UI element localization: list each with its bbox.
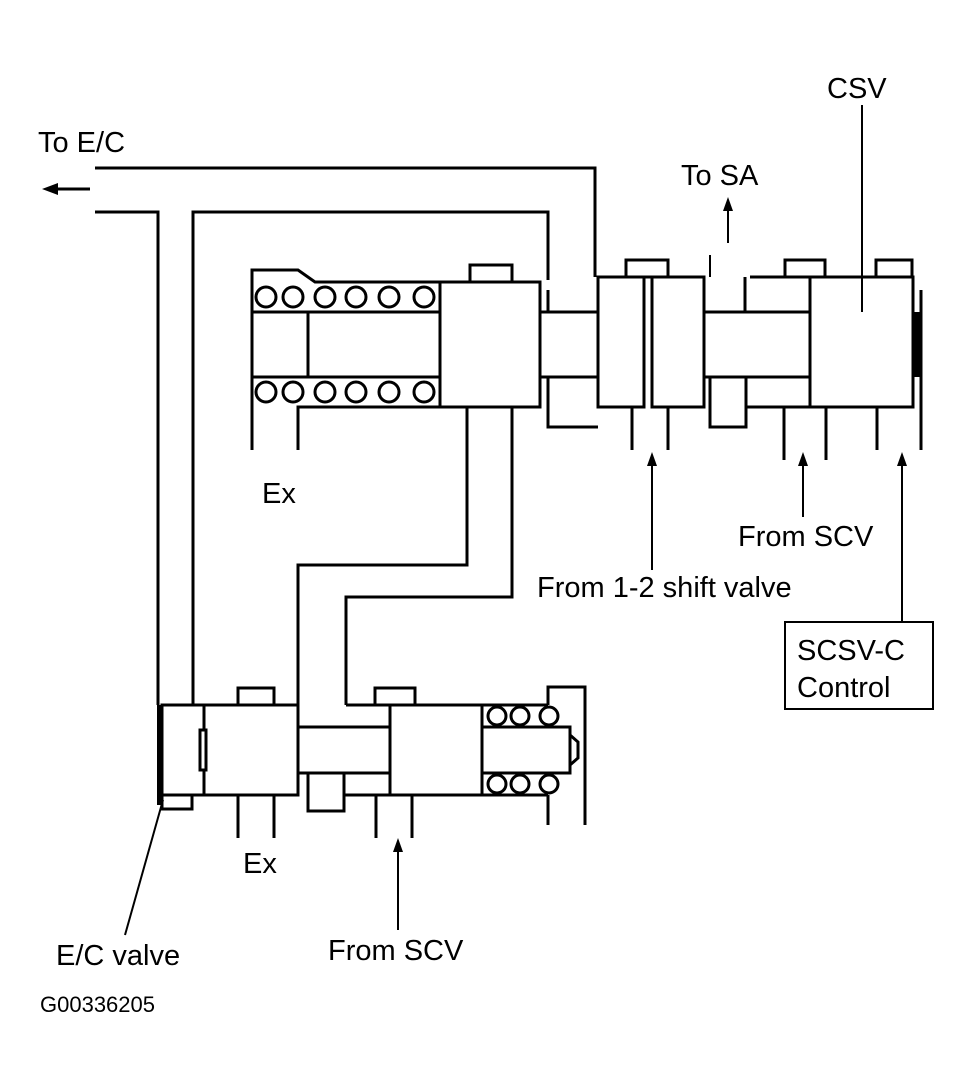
label-figure-id: G00336205 xyxy=(40,992,155,1017)
label-from-scv-upper: From SCV xyxy=(738,521,874,553)
ec-valve-body xyxy=(157,685,587,825)
label-to-sa: To SA xyxy=(681,160,759,192)
label-from-scv-lower: From SCV xyxy=(328,935,464,967)
ec-valve-leader xyxy=(124,799,164,936)
scsv-c-control-box xyxy=(784,621,934,710)
label-csv: CSV xyxy=(827,73,887,105)
upper-input-arrows xyxy=(647,452,907,622)
passage-to-ec xyxy=(95,166,597,705)
label-ex-lower: Ex xyxy=(243,848,277,880)
upper-ports xyxy=(630,407,879,460)
upper-spring xyxy=(254,285,436,404)
upper-valve-body xyxy=(250,258,923,450)
label-to-ec: To E/C xyxy=(38,127,125,159)
label-control: Control xyxy=(797,672,891,704)
label-ex-upper: Ex xyxy=(262,478,296,510)
middle-passages xyxy=(296,407,514,705)
to-sa-arrow xyxy=(709,197,733,277)
left-arrow xyxy=(42,183,90,195)
ec-valve-spring xyxy=(486,705,560,795)
label-ec-valve: E/C valve xyxy=(56,940,180,972)
label-scsv-c: SCSV-C xyxy=(797,635,905,667)
lower-from-scv-arrow xyxy=(393,838,403,930)
lower-ports xyxy=(236,795,414,838)
label-from-1-2-shift-valve: From 1-2 shift valve xyxy=(537,572,792,604)
